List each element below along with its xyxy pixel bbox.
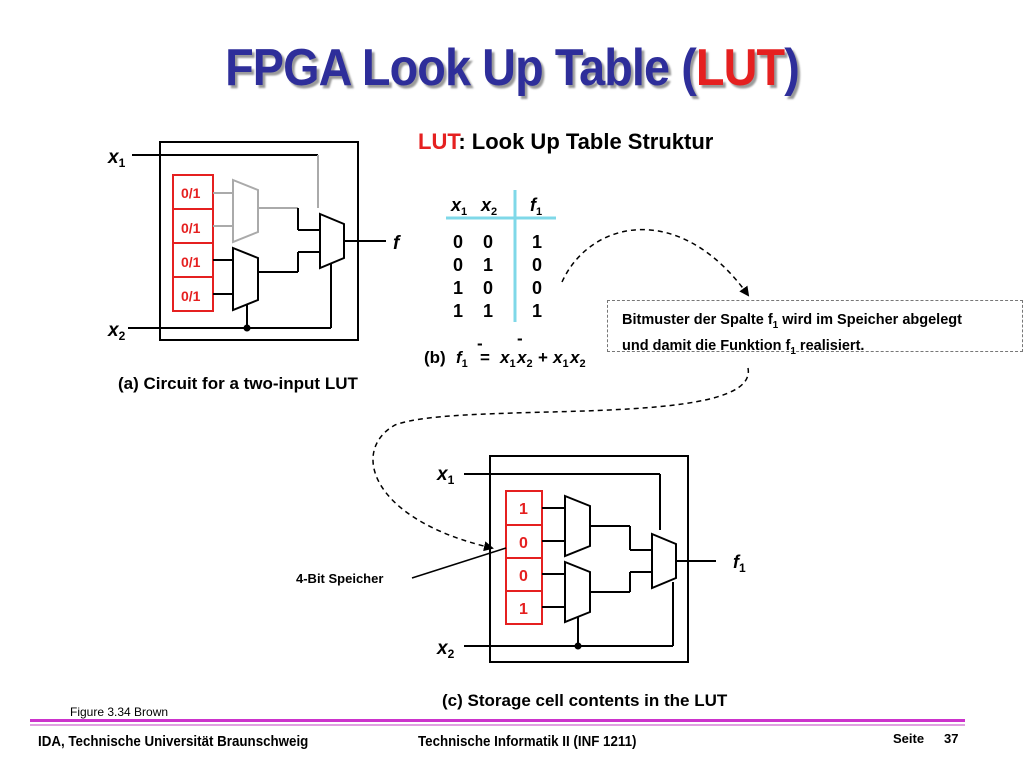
- table-cell: 0: [532, 278, 542, 298]
- table-cell: 0: [532, 255, 542, 275]
- table-cell: 0: [483, 232, 493, 252]
- cell-a-3: 0/1: [181, 288, 201, 304]
- table-cell: 1: [453, 278, 463, 298]
- table-cell: 1: [532, 301, 542, 321]
- memory-label: 4-Bit Speicher: [296, 571, 383, 586]
- lut-heading-accent: LUT: [418, 129, 461, 154]
- footer-page-label: Seite: [893, 731, 925, 746]
- callout-line-1: Bitmuster der Spalte f1 wird im Speicher…: [622, 312, 962, 331]
- truth-table: x1 x2 f1 0 0 1 0 1 0 1 0 0 1 1 1: [446, 190, 556, 322]
- memory-pointer-line: [411, 547, 507, 579]
- table-cell: 0: [483, 278, 493, 298]
- caption-c: (c) Storage cell contents in the LUT: [442, 691, 728, 710]
- formula: (b) f1 = - x1 - x2 + x1 x2: [424, 329, 586, 370]
- table-cell: 0: [453, 232, 463, 252]
- formula-eq: =: [480, 348, 490, 367]
- footer-rule: [30, 719, 965, 722]
- mux-3-a: [319, 212, 345, 270]
- table-cell: 1: [453, 301, 463, 321]
- cell-a-2: 0/1: [181, 254, 201, 270]
- title-main: FPGA Look Up Table (: [225, 39, 697, 97]
- cell-c-2: 0: [519, 568, 528, 585]
- cell-c-0: 1: [519, 501, 528, 518]
- mux-1-a: [232, 178, 259, 244]
- title-accent: LUT: [695, 39, 785, 97]
- page-title: FPGA Look Up Table (LUT): [51, 38, 973, 98]
- formula-t2a: x1: [552, 348, 569, 370]
- callout-line-2: und damit die Funktion f1 realisiert.: [622, 337, 865, 357]
- f-label-a: f: [393, 233, 401, 254]
- lut-heading-rest: : Look Up Table Struktur: [458, 129, 713, 154]
- formula-bar-2: -: [517, 329, 523, 348]
- mux-2-a: [232, 246, 259, 312]
- title-close: ): [784, 39, 800, 97]
- footer-course: Technische Informatik II (INF 1211): [418, 734, 637, 750]
- circuit-c: 1 0 0 1 x1 x2 f1 4-Bit Speicher (c) Stor…: [296, 455, 746, 710]
- mux-3-c: [651, 532, 677, 590]
- table-cell: 0: [453, 255, 463, 275]
- x1-label-a: x1: [107, 147, 126, 170]
- circuit-c-frame: [489, 455, 689, 663]
- table-cell: 1: [532, 232, 542, 252]
- cell-a-1: 0/1: [181, 220, 201, 236]
- table-cell: 1: [483, 301, 493, 321]
- footer-institution: IDA, Technische Universität Braunschweig: [38, 734, 309, 750]
- table-header-x2: x2: [480, 195, 497, 218]
- f1-label-c: f1: [733, 552, 746, 575]
- figure-note: Figure 3.34 Brown: [70, 705, 169, 719]
- x2-label-a: x2: [107, 320, 126, 343]
- x2-label-c: x2: [436, 638, 455, 661]
- x1-label-c: x1: [436, 464, 455, 487]
- formula-prefix: (b): [424, 348, 446, 367]
- table-header-x1: x1: [450, 195, 467, 218]
- formula-t2b: x2: [569, 348, 586, 370]
- circuit-a: 0/1 0/1 0/1 0/1 x1 x2 f (a) Circuit for …: [107, 141, 401, 393]
- mux-2-c: [564, 560, 591, 624]
- dashed-arrow-to-memory: [372, 367, 749, 552]
- formula-f: f1: [456, 348, 468, 370]
- junction-dot-a: [243, 324, 251, 332]
- dashed-arrow-to-callout: [561, 228, 750, 297]
- table-cell: 1: [483, 255, 493, 275]
- footer-page-number: 37: [944, 731, 959, 746]
- callout-box: Bitmuster der Spalte f1 wird im Speicher…: [607, 300, 1023, 357]
- cell-a-0: 0/1: [181, 185, 201, 201]
- table-header-f1: f1: [530, 195, 542, 218]
- caption-a: (a) Circuit for a two-input LUT: [118, 374, 358, 393]
- formula-bar-1: -: [477, 334, 483, 353]
- cell-c-3: 1: [519, 601, 528, 618]
- formula-plus: +: [538, 348, 548, 367]
- cell-c-1: 0: [519, 535, 528, 552]
- footer-rule-secondary: [30, 724, 965, 726]
- formula-t1b: x2: [516, 348, 533, 370]
- junction-dot-c: [574, 642, 582, 650]
- mux-1-c: [564, 494, 591, 558]
- lut-heading: LUT: Look Up Table Struktur: [418, 129, 714, 154]
- formula-t1a: x1: [499, 348, 516, 370]
